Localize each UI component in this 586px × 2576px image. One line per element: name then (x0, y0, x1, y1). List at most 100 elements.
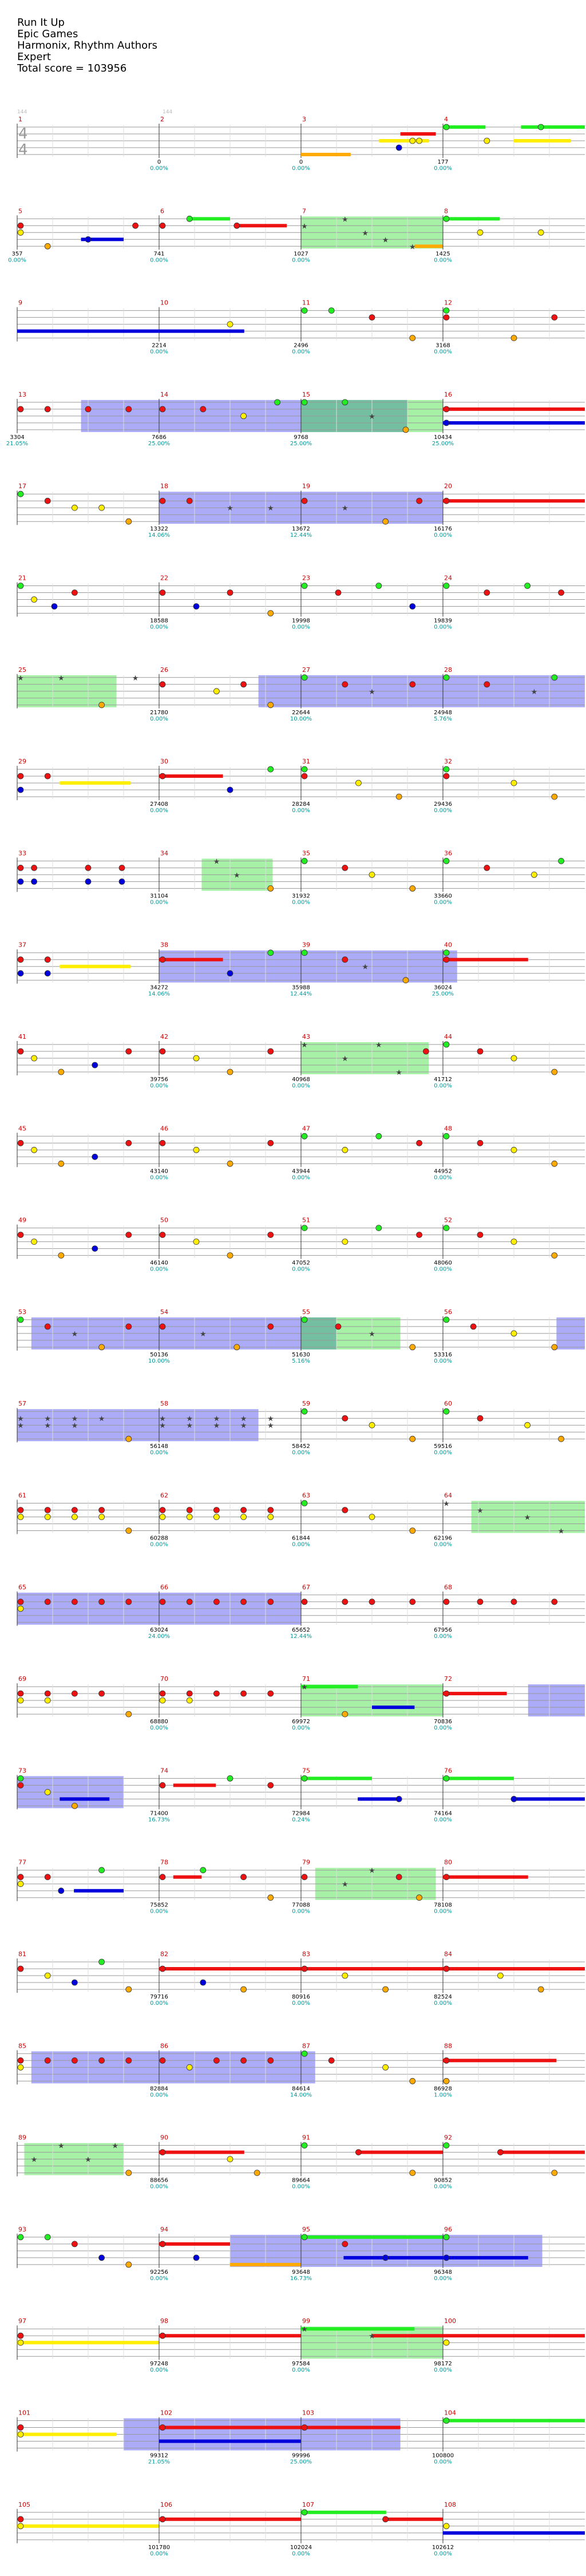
measure-number: 66 (160, 1584, 168, 1591)
measure-score: 93648 (292, 2269, 310, 2276)
star-note-green: ★ (58, 2142, 65, 2151)
measure-percent: 0.00% (150, 1725, 168, 1731)
note-blue (44, 970, 51, 977)
measure-number: 94 (160, 2226, 168, 2233)
star-note-yellow: ★ (342, 504, 349, 513)
note-yellow (71, 504, 78, 511)
measure-number: 89 (18, 2134, 26, 2142)
note-red (159, 222, 166, 229)
measure-number: 27 (302, 666, 310, 674)
note-green (443, 766, 450, 773)
measure-score: 53316 (434, 1352, 452, 1358)
note-orange (267, 885, 274, 892)
note-orange (402, 977, 409, 984)
measure-percent: 0.00% (434, 2367, 452, 2373)
note-red (44, 497, 51, 504)
measure-percent: 0.00% (434, 1450, 452, 1456)
sustain-blue (358, 1797, 401, 1801)
note-green (443, 583, 450, 589)
measure-percent: 25.00% (432, 441, 454, 447)
measure-score: 72984 (292, 1810, 310, 1817)
note-orange (382, 518, 389, 525)
sustain-red (237, 224, 287, 228)
star-note-green: ★ (369, 1867, 375, 1875)
note-blue (17, 970, 24, 977)
measure-number: 97 (18, 2317, 26, 2325)
measure-score: 86928 (434, 2086, 452, 2092)
measure-percent: 0.00% (292, 1267, 310, 1273)
note-red (443, 1690, 450, 1697)
measure-score: 59516 (434, 1443, 452, 1450)
note-green (443, 1225, 450, 1232)
note-yellow (240, 413, 247, 420)
note-green (301, 949, 308, 956)
song-artist: Epic Games (17, 28, 78, 40)
measure-number: 14 (160, 391, 168, 398)
note-green (443, 2142, 450, 2149)
note-orange (409, 2170, 416, 2177)
measure-number: 30 (160, 758, 168, 765)
measure-score: 9768 (294, 434, 308, 441)
measure-percent: 5.16% (292, 1358, 310, 1364)
measure-percent: 0.00% (292, 1083, 310, 1089)
note-yellow (484, 137, 490, 144)
note-blue (92, 1062, 98, 1069)
note-red (71, 1507, 78, 1513)
measure-score: 22644 (292, 710, 310, 716)
note-yellow (227, 321, 233, 327)
note-red (125, 1232, 132, 1238)
measure-number: 5 (18, 207, 22, 215)
note-green (301, 307, 308, 314)
note-red (477, 1139, 484, 1146)
note-blue (92, 1153, 98, 1160)
star-note-red: ★ (17, 1415, 24, 1423)
measure-score: 24948 (434, 710, 452, 716)
note-blue (227, 970, 233, 977)
measure-score: 68880 (150, 1719, 168, 1725)
measure-number: 100 (444, 2317, 456, 2325)
measure-number: 25 (18, 666, 26, 674)
note-red (159, 1507, 166, 1513)
measure-score: 31104 (150, 893, 168, 899)
note-red (159, 956, 166, 963)
measure-percent: 5.76% (434, 716, 452, 722)
measure-percent: 0.00% (434, 624, 452, 631)
note-green (443, 307, 450, 314)
measure-score: 50136 (150, 1352, 168, 1358)
measure-number: 36 (444, 849, 452, 857)
note-red (17, 865, 24, 871)
measure-number: 2 (160, 116, 164, 123)
note-green (524, 583, 530, 589)
note-orange (402, 426, 409, 433)
measure-score: 97584 (292, 2361, 310, 2367)
note-orange (395, 793, 402, 800)
measure-number: 9 (18, 299, 22, 307)
measure-number: 62 (160, 1492, 168, 1499)
star-note-green: ★ (342, 215, 349, 224)
note-red (416, 1232, 422, 1238)
note-red (159, 1874, 166, 1881)
measure-number: 22 (160, 575, 168, 582)
note-red (159, 2424, 166, 2431)
note-green (17, 1316, 24, 1323)
note-red (301, 773, 308, 779)
note-yellow (17, 2523, 24, 2530)
note-red (477, 1232, 484, 1238)
measure-percent: 0.00% (292, 2184, 310, 2190)
measure-number: 75 (302, 1767, 310, 1774)
note-red (17, 1048, 24, 1055)
measure-score: 46140 (150, 1260, 168, 1267)
measure-score: 177 (437, 159, 448, 165)
star-note-blue: ★ (382, 236, 389, 244)
measure-score: 102024 (290, 2545, 312, 2551)
star-note-yellow: ★ (524, 1514, 531, 1522)
measure-score: 75852 (150, 1902, 168, 1909)
sustain-red (443, 1875, 528, 1879)
star-note-yellow: ★ (342, 1881, 349, 1889)
note-red (342, 865, 349, 871)
measure-score: 61844 (292, 1536, 310, 1542)
star-note-green: ★ (17, 674, 24, 683)
measure-percent: 0.00% (434, 1817, 452, 1823)
note-red (17, 773, 24, 779)
note-red (44, 956, 51, 963)
